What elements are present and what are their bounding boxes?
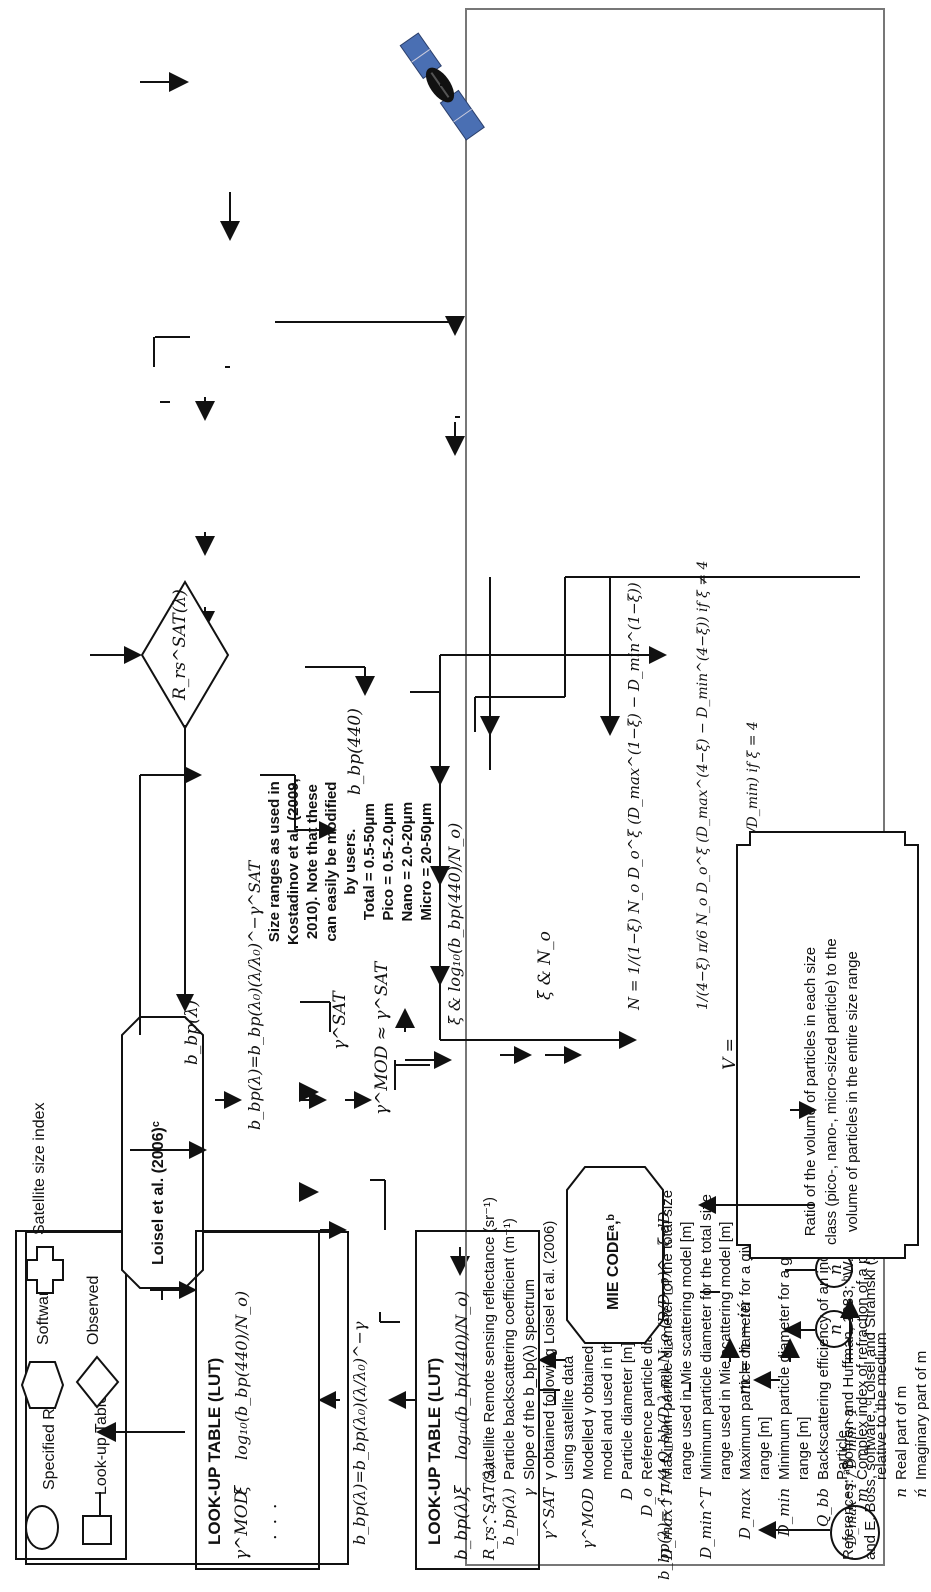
legend-rectangle-icon [82, 1515, 112, 1545]
legend-cross-icon [26, 1246, 64, 1294]
mie-code-hexagon [566, 1166, 664, 1344]
dmax-dmin-range-ellipse [830, 1505, 880, 1560]
legend-box [15, 1230, 127, 1560]
legend-hexagon-icon [20, 1361, 65, 1409]
n-range-circle [815, 1310, 853, 1348]
legend-diamond-icon [75, 1355, 120, 1409]
output-size-index-shape [736, 831, 919, 1259]
legend-ellipse-icon [25, 1505, 59, 1550]
glossary-box [465, 8, 885, 1566]
lut-bottom-box [415, 1230, 540, 1570]
